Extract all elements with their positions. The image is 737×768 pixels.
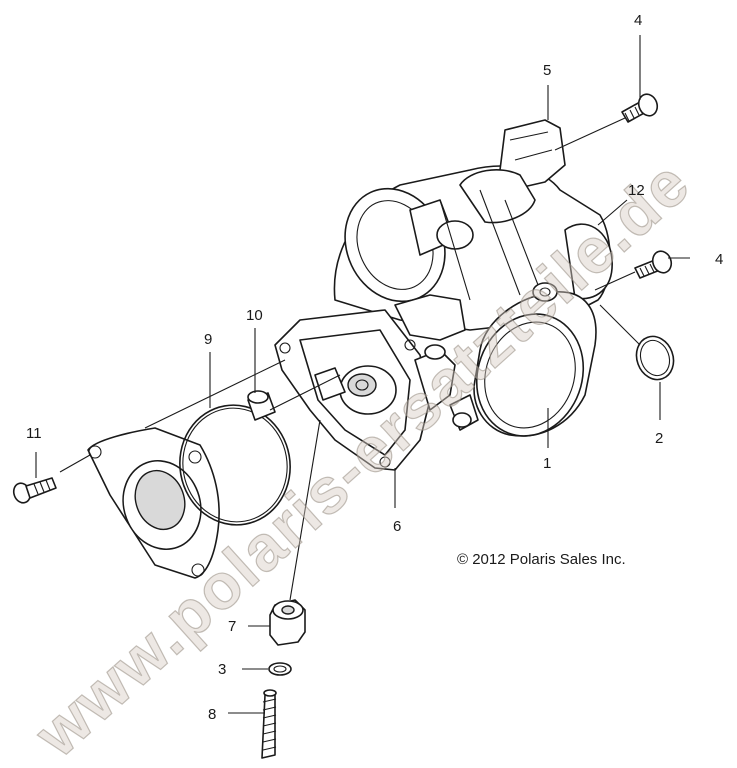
throttle-body-part xyxy=(333,119,613,437)
callout-11: 11 xyxy=(26,425,42,442)
cover-plate-part xyxy=(87,427,220,579)
callout-7: 7 xyxy=(228,618,236,635)
callout-1: 1 xyxy=(543,455,551,472)
callout-6: 6 xyxy=(393,518,401,535)
callout-5: 5 xyxy=(543,62,551,79)
washer-part xyxy=(268,662,292,676)
screw-4-right xyxy=(634,250,673,279)
leader-lines xyxy=(35,35,690,714)
copyright-text: © 2012 Polaris Sales Inc. xyxy=(457,551,626,568)
o-ring-9 xyxy=(179,404,291,526)
callout-10: 10 xyxy=(246,307,263,324)
o-ring-2 xyxy=(635,335,675,381)
stud-part xyxy=(261,689,277,759)
screw-4-top xyxy=(621,93,659,123)
nut-part xyxy=(269,599,306,646)
callout-4-top: 4 xyxy=(634,12,642,29)
callout-2: 2 xyxy=(655,430,663,447)
callout-4-right: 4 xyxy=(715,251,723,268)
screw-11 xyxy=(12,477,57,504)
pin-part xyxy=(247,390,276,421)
callout-12: 12 xyxy=(628,182,645,199)
callout-9: 9 xyxy=(204,331,212,348)
callout-8: 8 xyxy=(208,706,216,723)
bypass-housing-part xyxy=(274,294,466,471)
callout-3: 3 xyxy=(218,661,226,678)
